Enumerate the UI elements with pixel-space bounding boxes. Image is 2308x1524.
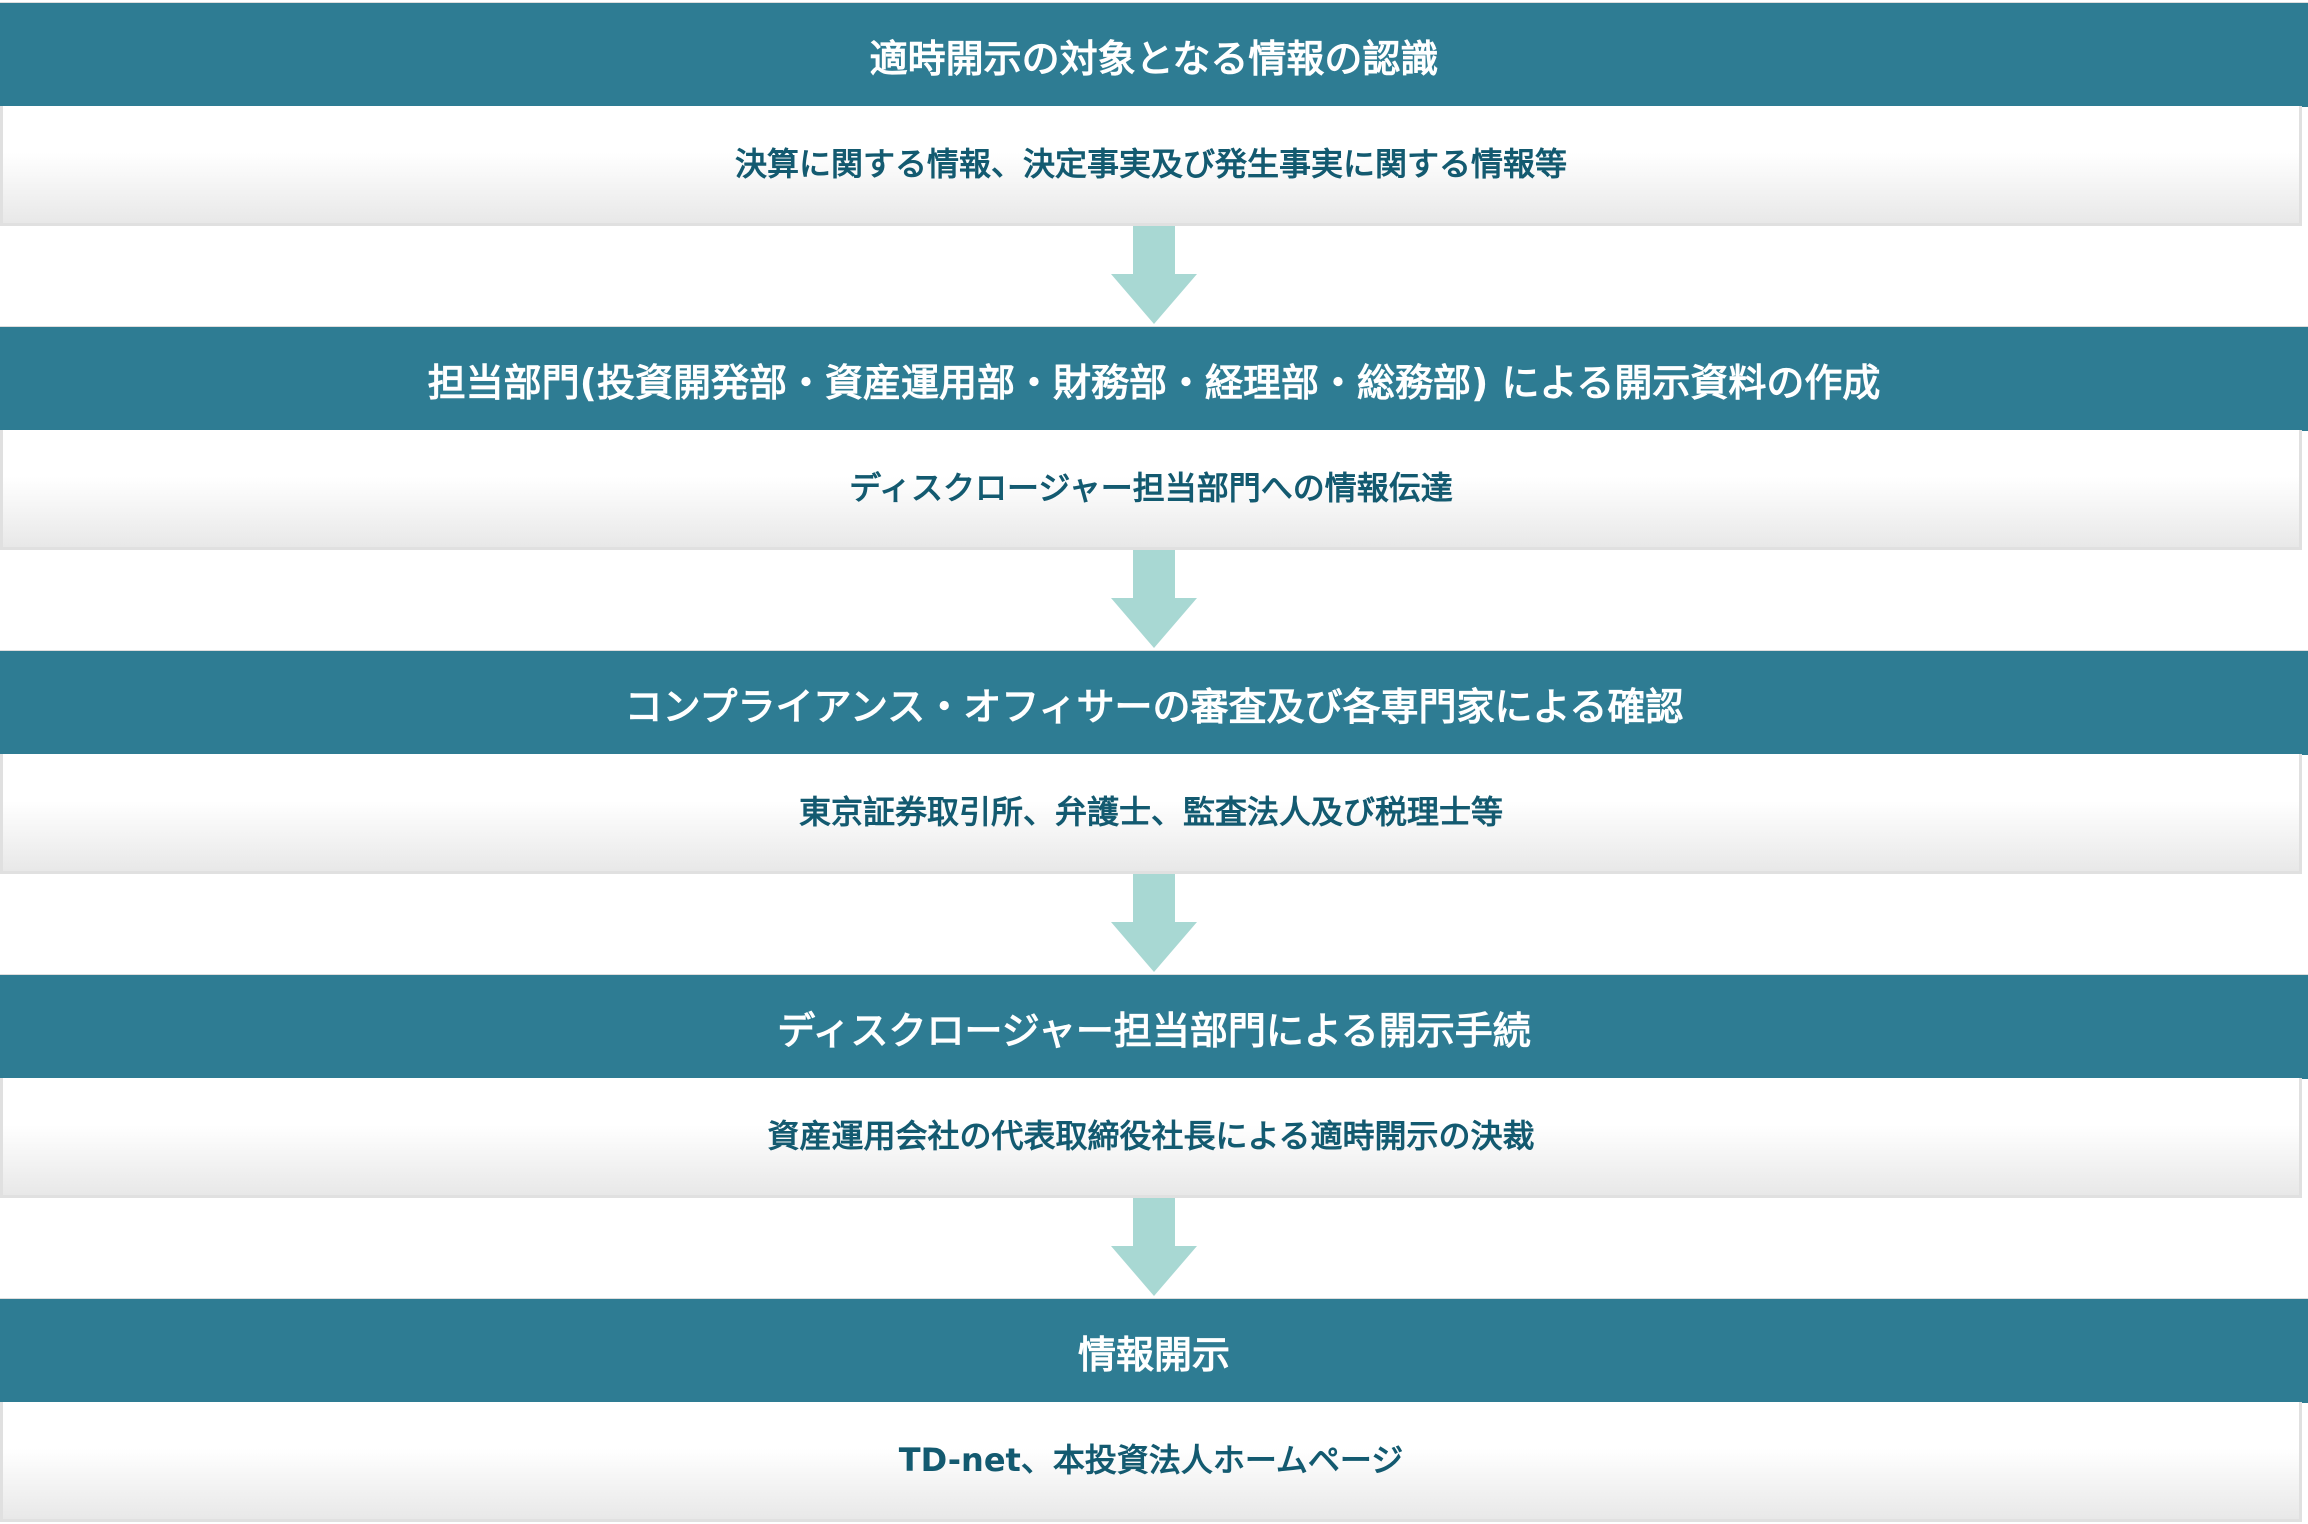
step-detail: ディスクロージャー担当部門への情報伝達: [0, 430, 2302, 550]
flow-step-2: 担当部門(投資開発部・資産運用部・財務部・経理部・総務部) による開示資料の作成…: [0, 324, 2308, 550]
step-detail: 東京証券取引所、弁護士、監査法人及び税理士等: [0, 754, 2302, 874]
flow-step-4: ディスクロージャー担当部門による開示手続 資産運用会社の代表取締役社長による適時…: [0, 972, 2308, 1198]
step-title: ディスクロージャー担当部門による開示手続: [0, 974, 2308, 1079]
step-title: 情報開示: [0, 1298, 2308, 1403]
step-title: コンプライアンス・オフィサーの審査及び各専門家による確認: [0, 650, 2308, 755]
flow-step-3: コンプライアンス・オフィサーの審査及び各専門家による確認 東京証券取引所、弁護士…: [0, 648, 2308, 874]
flow-step-5: 情報開示 TD-net、本投資法人ホームページ: [0, 1296, 2308, 1522]
step-title: 適時開示の対象となる情報の認識: [0, 2, 2308, 107]
arrow-down-icon: [1111, 550, 1197, 648]
arrow-down-icon: [1111, 874, 1197, 972]
step-detail: 資産運用会社の代表取締役社長による適時開示の決裁: [0, 1078, 2302, 1198]
step-title: 担当部門(投資開発部・資産運用部・財務部・経理部・総務部) による開示資料の作成: [0, 326, 2308, 431]
flow-step-1: 適時開示の対象となる情報の認識 決算に関する情報、決定事実及び発生事実に関する情…: [0, 0, 2308, 226]
step-detail: TD-net、本投資法人ホームページ: [0, 1402, 2302, 1522]
arrow-down-icon: [1111, 1198, 1197, 1296]
step-detail: 決算に関する情報、決定事実及び発生事実に関する情報等: [0, 106, 2302, 226]
arrow-down-icon: [1111, 226, 1197, 324]
